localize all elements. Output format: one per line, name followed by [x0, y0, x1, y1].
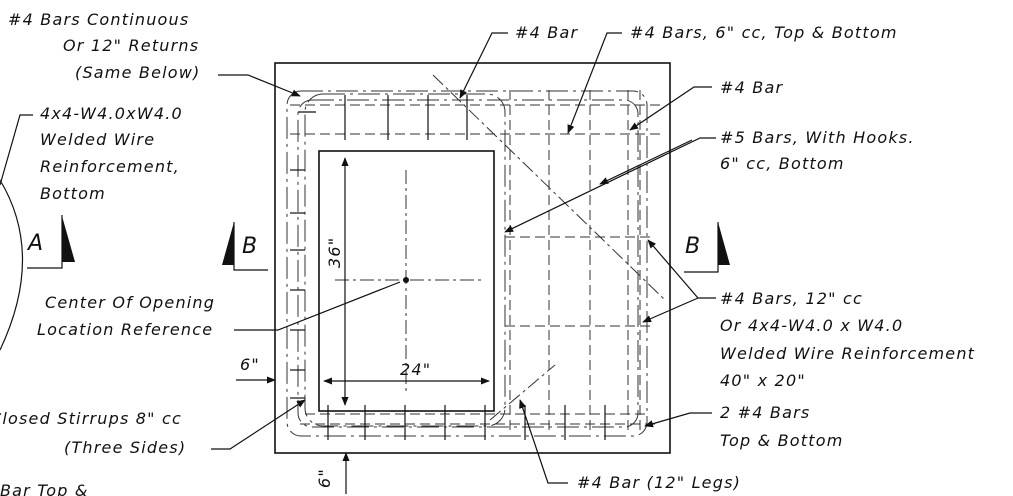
label-bars-6cc: #4 Bars, 6" cc, Top & Bottom — [630, 23, 898, 42]
diagonal-bar-lower — [489, 364, 556, 421]
label-wwr-2: Welded Wire — [40, 130, 155, 149]
continuous-bars-outer — [286, 90, 648, 437]
section-mark-b-left: B — [222, 222, 268, 271]
label-bar4-right: #4 Bar — [720, 78, 783, 97]
height-dimension-label: 36" — [325, 237, 344, 268]
opening-outline — [318, 150, 495, 412]
bottom-tick-bars — [327, 405, 606, 440]
leader-lines — [0, 32, 716, 484]
section-a-outline — [0, 179, 24, 351]
label-wwr-4: Bottom — [40, 184, 106, 203]
label-bar4-legs: #4 Bar (12" Legs) — [577, 473, 741, 492]
stirrup-ticks — [290, 169, 305, 399]
label-bars5-2: 6" cc, Bottom — [720, 154, 845, 173]
label-bars-12cc-3: Welded Wire Reinforcement — [720, 344, 975, 363]
label-stirrups-1: Closed Stirrups 8" cc — [0, 409, 182, 428]
slab-outline — [274, 62, 671, 454]
label-bars-12cc-4: 40" x 20" — [720, 371, 806, 390]
label-stirrups-2: (Three Sides) — [64, 438, 186, 457]
label-bars-continuous-3: (Same Below) — [75, 63, 201, 82]
width-dimension-label: 24" — [400, 360, 431, 379]
bottom-edge-dimension-label: 6" — [315, 468, 334, 488]
label-bars-continuous-2: Or 12" Returns — [63, 36, 199, 55]
opening-center-point — [403, 277, 409, 283]
left-edge-dimension: 6" — [236, 355, 276, 384]
width-dimension: 24" — [323, 360, 490, 385]
label-bars5-1: #5 Bars, With Hooks. — [720, 128, 915, 147]
label-bars-12cc-1: #4 Bars, 12" cc — [720, 289, 863, 308]
height-dimension: 36" — [325, 157, 349, 406]
horizontal-bars — [290, 104, 660, 425]
section-mark-a: A — [26, 215, 75, 269]
label-two-bars-1: 2 #4 Bars — [720, 403, 810, 422]
continuous-bars-inner — [297, 99, 639, 428]
label-bars-continuous-1: #4 Bars Continuous — [8, 10, 189, 29]
top-tick-bars — [298, 95, 468, 140]
bottom-edge-dimension: 6" — [315, 452, 350, 494]
label-bars-12cc-2: Or 4x4-W4.0 x W4.0 — [720, 316, 903, 335]
vertical-bars — [509, 90, 641, 430]
diagonal-bar-upper — [432, 74, 666, 301]
label-center-1: Center Of Opening — [45, 293, 215, 312]
label-bar4-top: #4 Bar — [515, 23, 578, 42]
label-bottom-cut: Bar Top & — [0, 481, 89, 496]
label-wwr-1: 4x4-W4.0xW4.0 — [40, 104, 183, 123]
label-center-2: Location Reference — [37, 320, 213, 339]
left-edge-dimension-label: 6" — [240, 355, 260, 374]
section-mark-a-label: A — [26, 231, 43, 256]
label-wwr-3: Reinforcement, — [40, 157, 180, 176]
label-two-bars-2: Top & Bottom — [720, 431, 843, 450]
section-mark-b-left-label: B — [242, 234, 257, 259]
section-mark-b-right: B — [684, 222, 730, 273]
section-mark-b-right-label: B — [685, 234, 700, 259]
